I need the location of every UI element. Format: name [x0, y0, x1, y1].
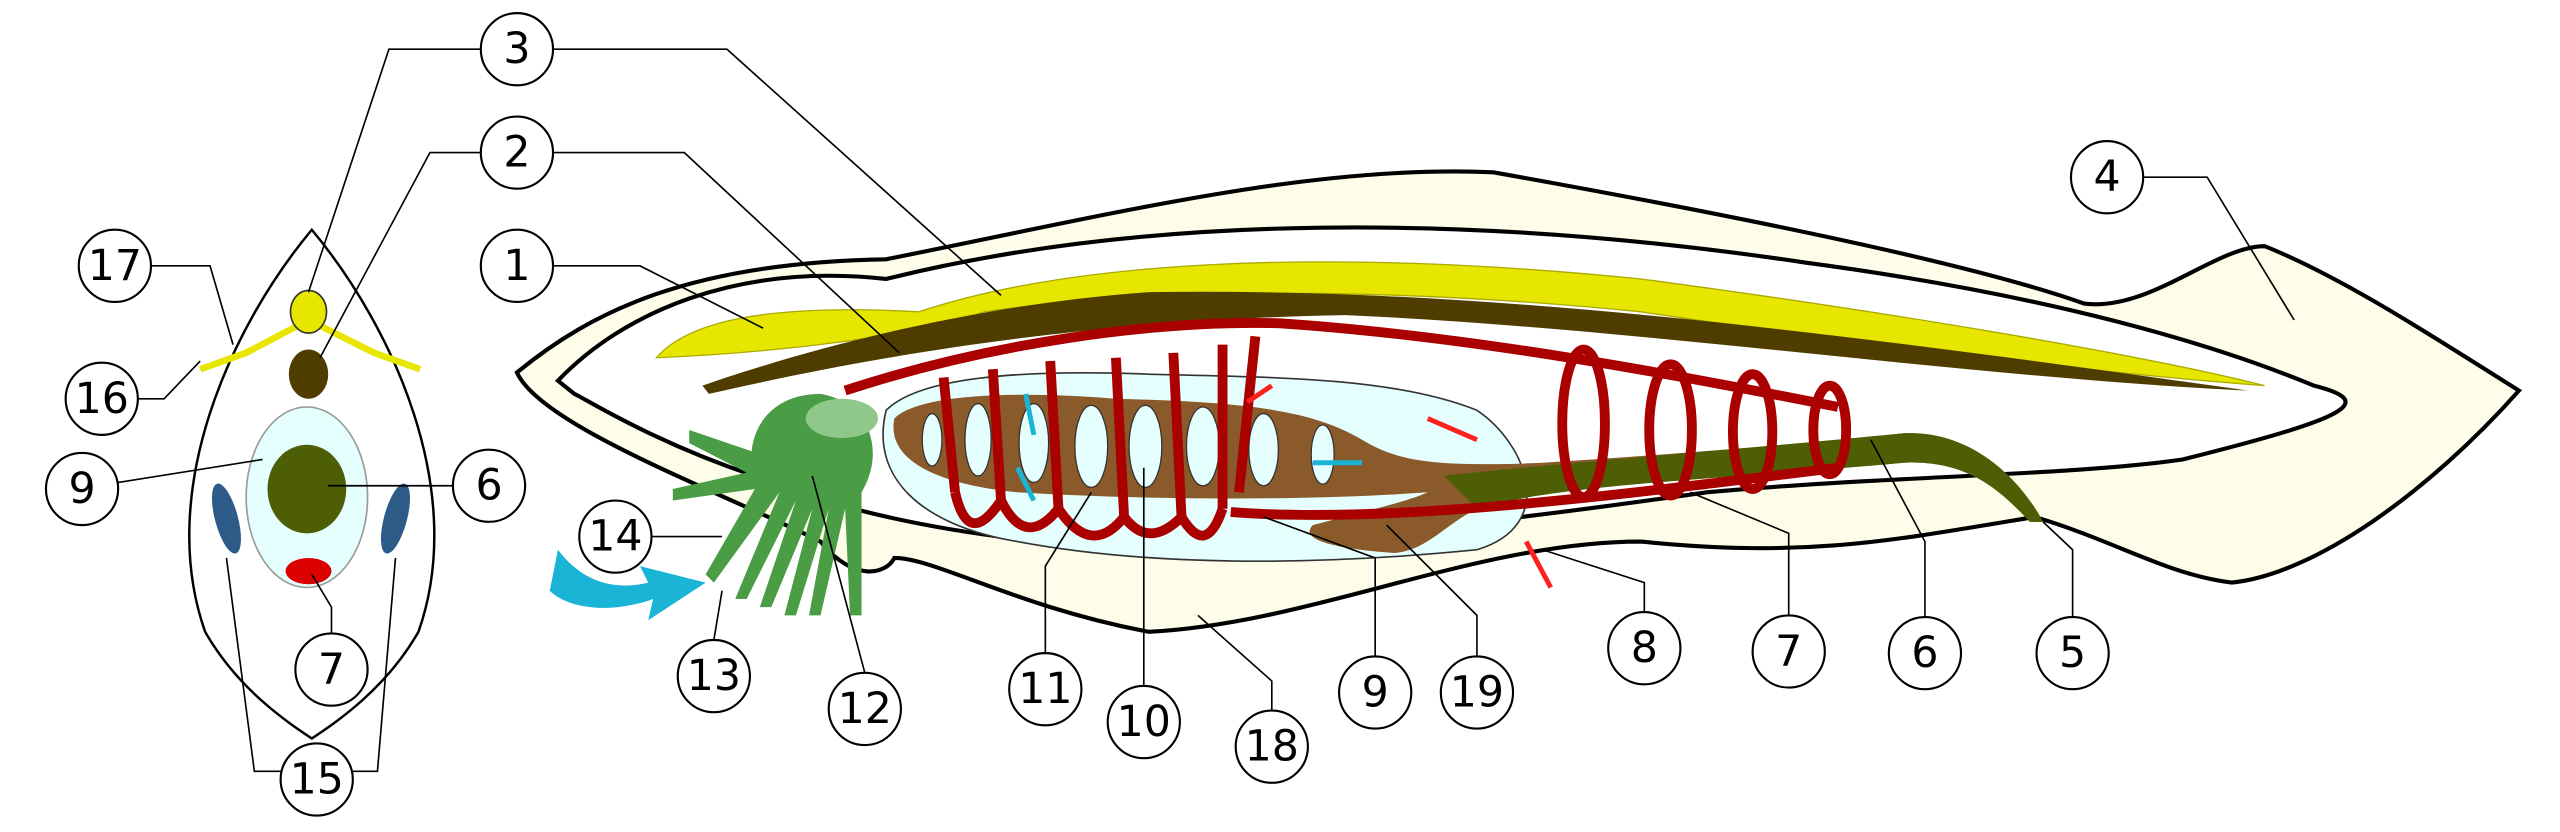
svg-text:17: 17 [88, 241, 142, 291]
cirri-highlight [805, 398, 878, 439]
svg-text:5: 5 [2059, 628, 2086, 678]
svg-text:12: 12 [838, 684, 892, 734]
svg-text:18: 18 [1245, 722, 1299, 772]
svg-text:2: 2 [503, 128, 530, 178]
oral-cirri [672, 393, 873, 616]
svg-text:9: 9 [68, 464, 95, 514]
cross-section-nerves [199, 317, 422, 373]
label-12: 12 [827, 671, 902, 747]
water-arrows-internal [1015, 393, 1363, 502]
gut-hindgut [1444, 433, 2044, 522]
svg-text:6: 6 [1911, 628, 1938, 678]
label-7: 7 [1751, 614, 1826, 689]
label-9-cross-section: 9 [44, 451, 120, 527]
svg-text:7: 7 [318, 645, 345, 695]
svg-text:7: 7 [1775, 626, 1802, 676]
svg-text:3: 3 [503, 24, 530, 74]
svg-text:11: 11 [1018, 664, 1072, 714]
label-19: 19 [1439, 655, 1515, 730]
number-labels: 1 2 3 4 5 6 7 8 9 10 11 12 13 14 15 16 1… [44, 12, 2145, 817]
label-13: 13 [676, 638, 752, 714]
svg-text:1: 1 [503, 241, 530, 291]
cross-section-nerve-cord [289, 289, 328, 334]
svg-text:14: 14 [588, 512, 642, 562]
label-5: 5 [2035, 615, 2110, 691]
gill-slits [921, 403, 1335, 489]
lancelet-body [514, 169, 2523, 634]
label-2: 2 [479, 115, 555, 190]
label-3: 3 [479, 12, 555, 87]
cross-section-notochord [288, 349, 329, 399]
svg-text:4: 4 [2094, 152, 2121, 202]
svg-text:6: 6 [475, 461, 502, 511]
cross-section-muscle-left [211, 483, 241, 554]
svg-text:15: 15 [290, 754, 344, 804]
cross-section-gonad [285, 557, 332, 585]
label-15: 15 [279, 742, 354, 817]
svg-text:10: 10 [1117, 697, 1171, 747]
label-1: 1 [479, 228, 555, 304]
label-6: 6 [1887, 615, 1963, 691]
svg-text:9: 9 [1362, 668, 1389, 718]
blood-flow-arrows [1245, 383, 1553, 589]
svg-text:16: 16 [75, 374, 129, 424]
label-18: 18 [1234, 709, 1309, 784]
label-4: 4 [2069, 140, 2145, 215]
svg-text:8: 8 [1631, 623, 1658, 673]
label-16: 16 [64, 361, 139, 436]
cross-section-muscle-right [380, 483, 410, 554]
label-7-cross-section: 7 [294, 632, 369, 707]
notochord [702, 291, 2249, 394]
label-10: 10 [1106, 684, 1181, 760]
label-8: 8 [1607, 611, 1682, 686]
svg-text:19: 19 [1450, 668, 1504, 718]
label-11: 11 [1008, 652, 1083, 727]
svg-text:13: 13 [687, 651, 741, 701]
cross-section-gut [267, 444, 347, 534]
label-14: 14 [578, 499, 653, 574]
leader-lines [118, 48, 2295, 773]
water-inflow-arrow [549, 549, 706, 621]
label-9: 9 [1338, 655, 1413, 730]
blood-vessels [843, 318, 1852, 541]
label-17: 17 [77, 228, 153, 304]
cross-section [188, 227, 436, 740]
label-6-cross-section: 6 [451, 448, 527, 523]
